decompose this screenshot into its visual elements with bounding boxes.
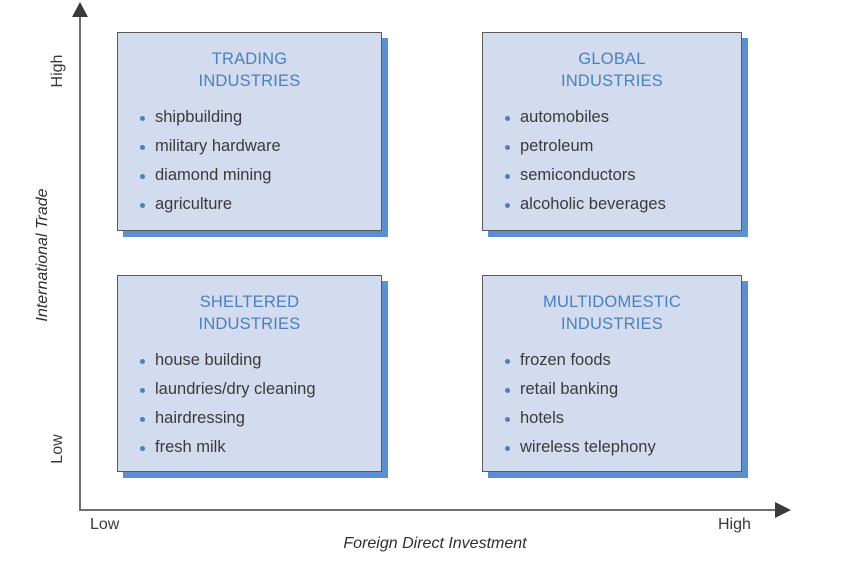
list-item: automobiles	[505, 108, 741, 127]
quadrant-title-line1: SHELTERED	[199, 293, 300, 311]
list-item: shipbuilding	[140, 108, 381, 127]
quadrant-global-industries: GLOBAL INDUSTRIES automobiles petroleum …	[482, 32, 742, 231]
list-item: hairdressing	[140, 409, 381, 428]
x-axis-tick-high: High	[718, 516, 751, 533]
quadrant-item-list: frozen foods retail banking hotels wirel…	[483, 351, 741, 458]
list-item: fresh milk	[140, 438, 381, 457]
quadrant-title: SHELTERED INDUSTRIES	[118, 292, 381, 336]
y-axis-line	[79, 14, 81, 511]
list-item: diamond mining	[140, 166, 381, 185]
list-item: alcoholic beverages	[505, 195, 741, 214]
quadrant-title-line2: INDUSTRIES	[561, 71, 663, 90]
quadrant-title-line2: INDUSTRIES	[198, 71, 301, 90]
quadrant-title: GLOBAL INDUSTRIES	[483, 49, 741, 93]
list-item: laundries/dry cleaning	[140, 380, 381, 399]
list-item: frozen foods	[505, 351, 741, 370]
quadrant-item-list: automobiles petroleum semiconductors alc…	[483, 108, 741, 215]
list-item: wireless telephony	[505, 438, 741, 457]
quadrant-trading-industries: TRADING INDUSTRIES shipbuilding military…	[117, 32, 382, 231]
quadrant-title-line2: INDUSTRIES	[561, 314, 663, 333]
quadrant-sheltered-industries: SHELTERED INDUSTRIES house building laun…	[117, 275, 382, 472]
quadrant-multidomestic-industries: MULTIDOMESTIC INDUSTRIES frozen foods re…	[482, 275, 742, 472]
list-item: petroleum	[505, 137, 741, 156]
list-item: agriculture	[140, 195, 381, 214]
quadrant-title-line1: MULTIDOMESTIC	[543, 293, 681, 311]
y-axis-arrowhead-icon	[72, 2, 88, 17]
quadrant-title-line2: INDUSTRIES	[198, 314, 301, 333]
quadrant-item-list: house building laundries/dry cleaning ha…	[118, 351, 381, 458]
list-item: house building	[140, 351, 381, 370]
y-axis-tick-high: High	[49, 54, 66, 88]
list-item: hotels	[505, 409, 741, 428]
x-axis-arrowhead-icon	[775, 502, 791, 518]
quadrant-title: MULTIDOMESTIC INDUSTRIES	[483, 292, 741, 336]
quadrant-item-list: shipbuilding military hardware diamond m…	[118, 108, 381, 215]
list-item: military hardware	[140, 137, 381, 156]
x-axis-title: Foreign Direct Investment	[343, 535, 527, 552]
list-item: semiconductors	[505, 166, 741, 185]
x-axis-line	[79, 509, 781, 511]
x-axis-tick-low: Low	[90, 516, 120, 533]
quadrant-title-line1: TRADING	[211, 50, 288, 68]
list-item: retail banking	[505, 380, 741, 399]
quadrant-title: TRADING INDUSTRIES	[118, 49, 381, 93]
y-axis-tick-low: Low	[49, 434, 66, 464]
quadrant-title-line1: GLOBAL	[578, 50, 646, 68]
y-axis-title: International Trade	[34, 188, 51, 322]
